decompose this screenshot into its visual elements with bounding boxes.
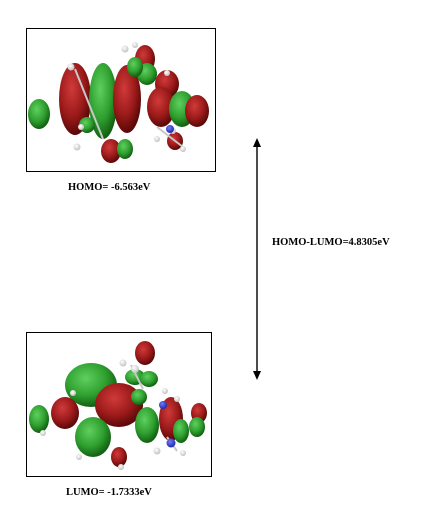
homo-orbital-image — [26, 28, 216, 172]
arrow-head-down — [253, 371, 261, 380]
lumo-energy-label: LUMO= -1.7333eV — [66, 487, 152, 498]
homo-orbital-render — [28, 42, 209, 163]
lumo-atoms — [40, 359, 186, 470]
homo-atoms — [67, 42, 186, 152]
energy-gap-arrow — [253, 138, 261, 380]
homo-lumo-gap-label: HOMO-LUMO=4.8305eV — [272, 237, 390, 248]
arrow-head-up — [253, 138, 261, 147]
lumo-orbital-render — [29, 341, 207, 470]
homo-energy-label: HOMO= -6.563eV — [68, 182, 151, 193]
lumo-lobes — [29, 341, 207, 467]
lumo-orbital-image — [26, 332, 212, 477]
